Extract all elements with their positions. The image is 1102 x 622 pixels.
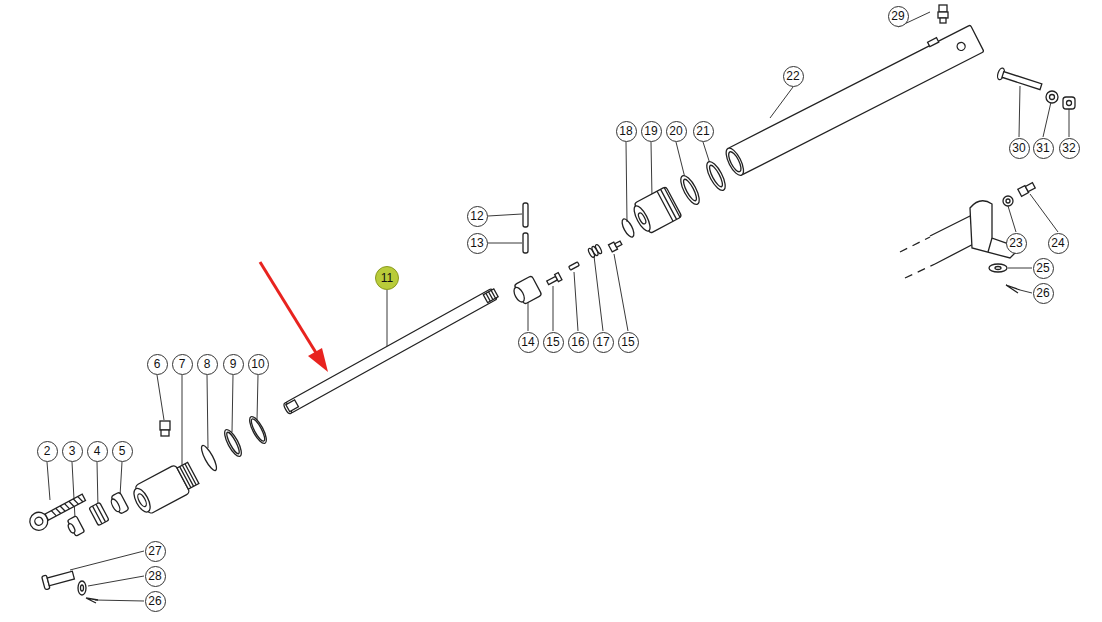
callout-number: 11 bbox=[375, 266, 399, 290]
callout-number: 12 bbox=[467, 206, 488, 227]
callout-number: 6 bbox=[147, 354, 168, 375]
callout-number: 30 bbox=[1009, 138, 1030, 159]
callout-number: 32 bbox=[1059, 138, 1080, 159]
callout-number: 14 bbox=[518, 332, 539, 353]
callout-number: 18 bbox=[616, 121, 637, 142]
pointer-arrow bbox=[260, 262, 328, 372]
callout-number: 15 bbox=[543, 332, 564, 353]
callout-number: 31 bbox=[1033, 138, 1054, 159]
callout-number: 10 bbox=[248, 354, 269, 375]
callout-number: 2 bbox=[37, 441, 58, 462]
callout-number: 7 bbox=[172, 354, 193, 375]
callout-number: 27 bbox=[145, 541, 166, 562]
callout-number: 22 bbox=[783, 66, 804, 87]
callout-number: 20 bbox=[666, 121, 687, 142]
callout-number: 15 bbox=[618, 332, 639, 353]
callout-number: 29 bbox=[888, 6, 909, 27]
callout-number: 26 bbox=[1033, 283, 1054, 304]
callout-number: 3 bbox=[62, 441, 83, 462]
callout-number: 28 bbox=[145, 566, 166, 587]
callout-number: 8 bbox=[197, 354, 218, 375]
callout-number: 4 bbox=[87, 441, 108, 462]
callout-number: 16 bbox=[568, 332, 589, 353]
callout-number: 23 bbox=[1006, 233, 1027, 254]
callout-number: 26 bbox=[145, 591, 166, 612]
callout-number: 25 bbox=[1033, 258, 1054, 279]
callout-number: 19 bbox=[641, 121, 662, 142]
callout-number: 21 bbox=[693, 121, 714, 142]
callout-number: 17 bbox=[593, 332, 614, 353]
callout-number: 9 bbox=[223, 354, 244, 375]
callout-number: 13 bbox=[467, 233, 488, 254]
callout-number: 24 bbox=[1048, 233, 1069, 254]
callout-number: 5 bbox=[112, 441, 133, 462]
